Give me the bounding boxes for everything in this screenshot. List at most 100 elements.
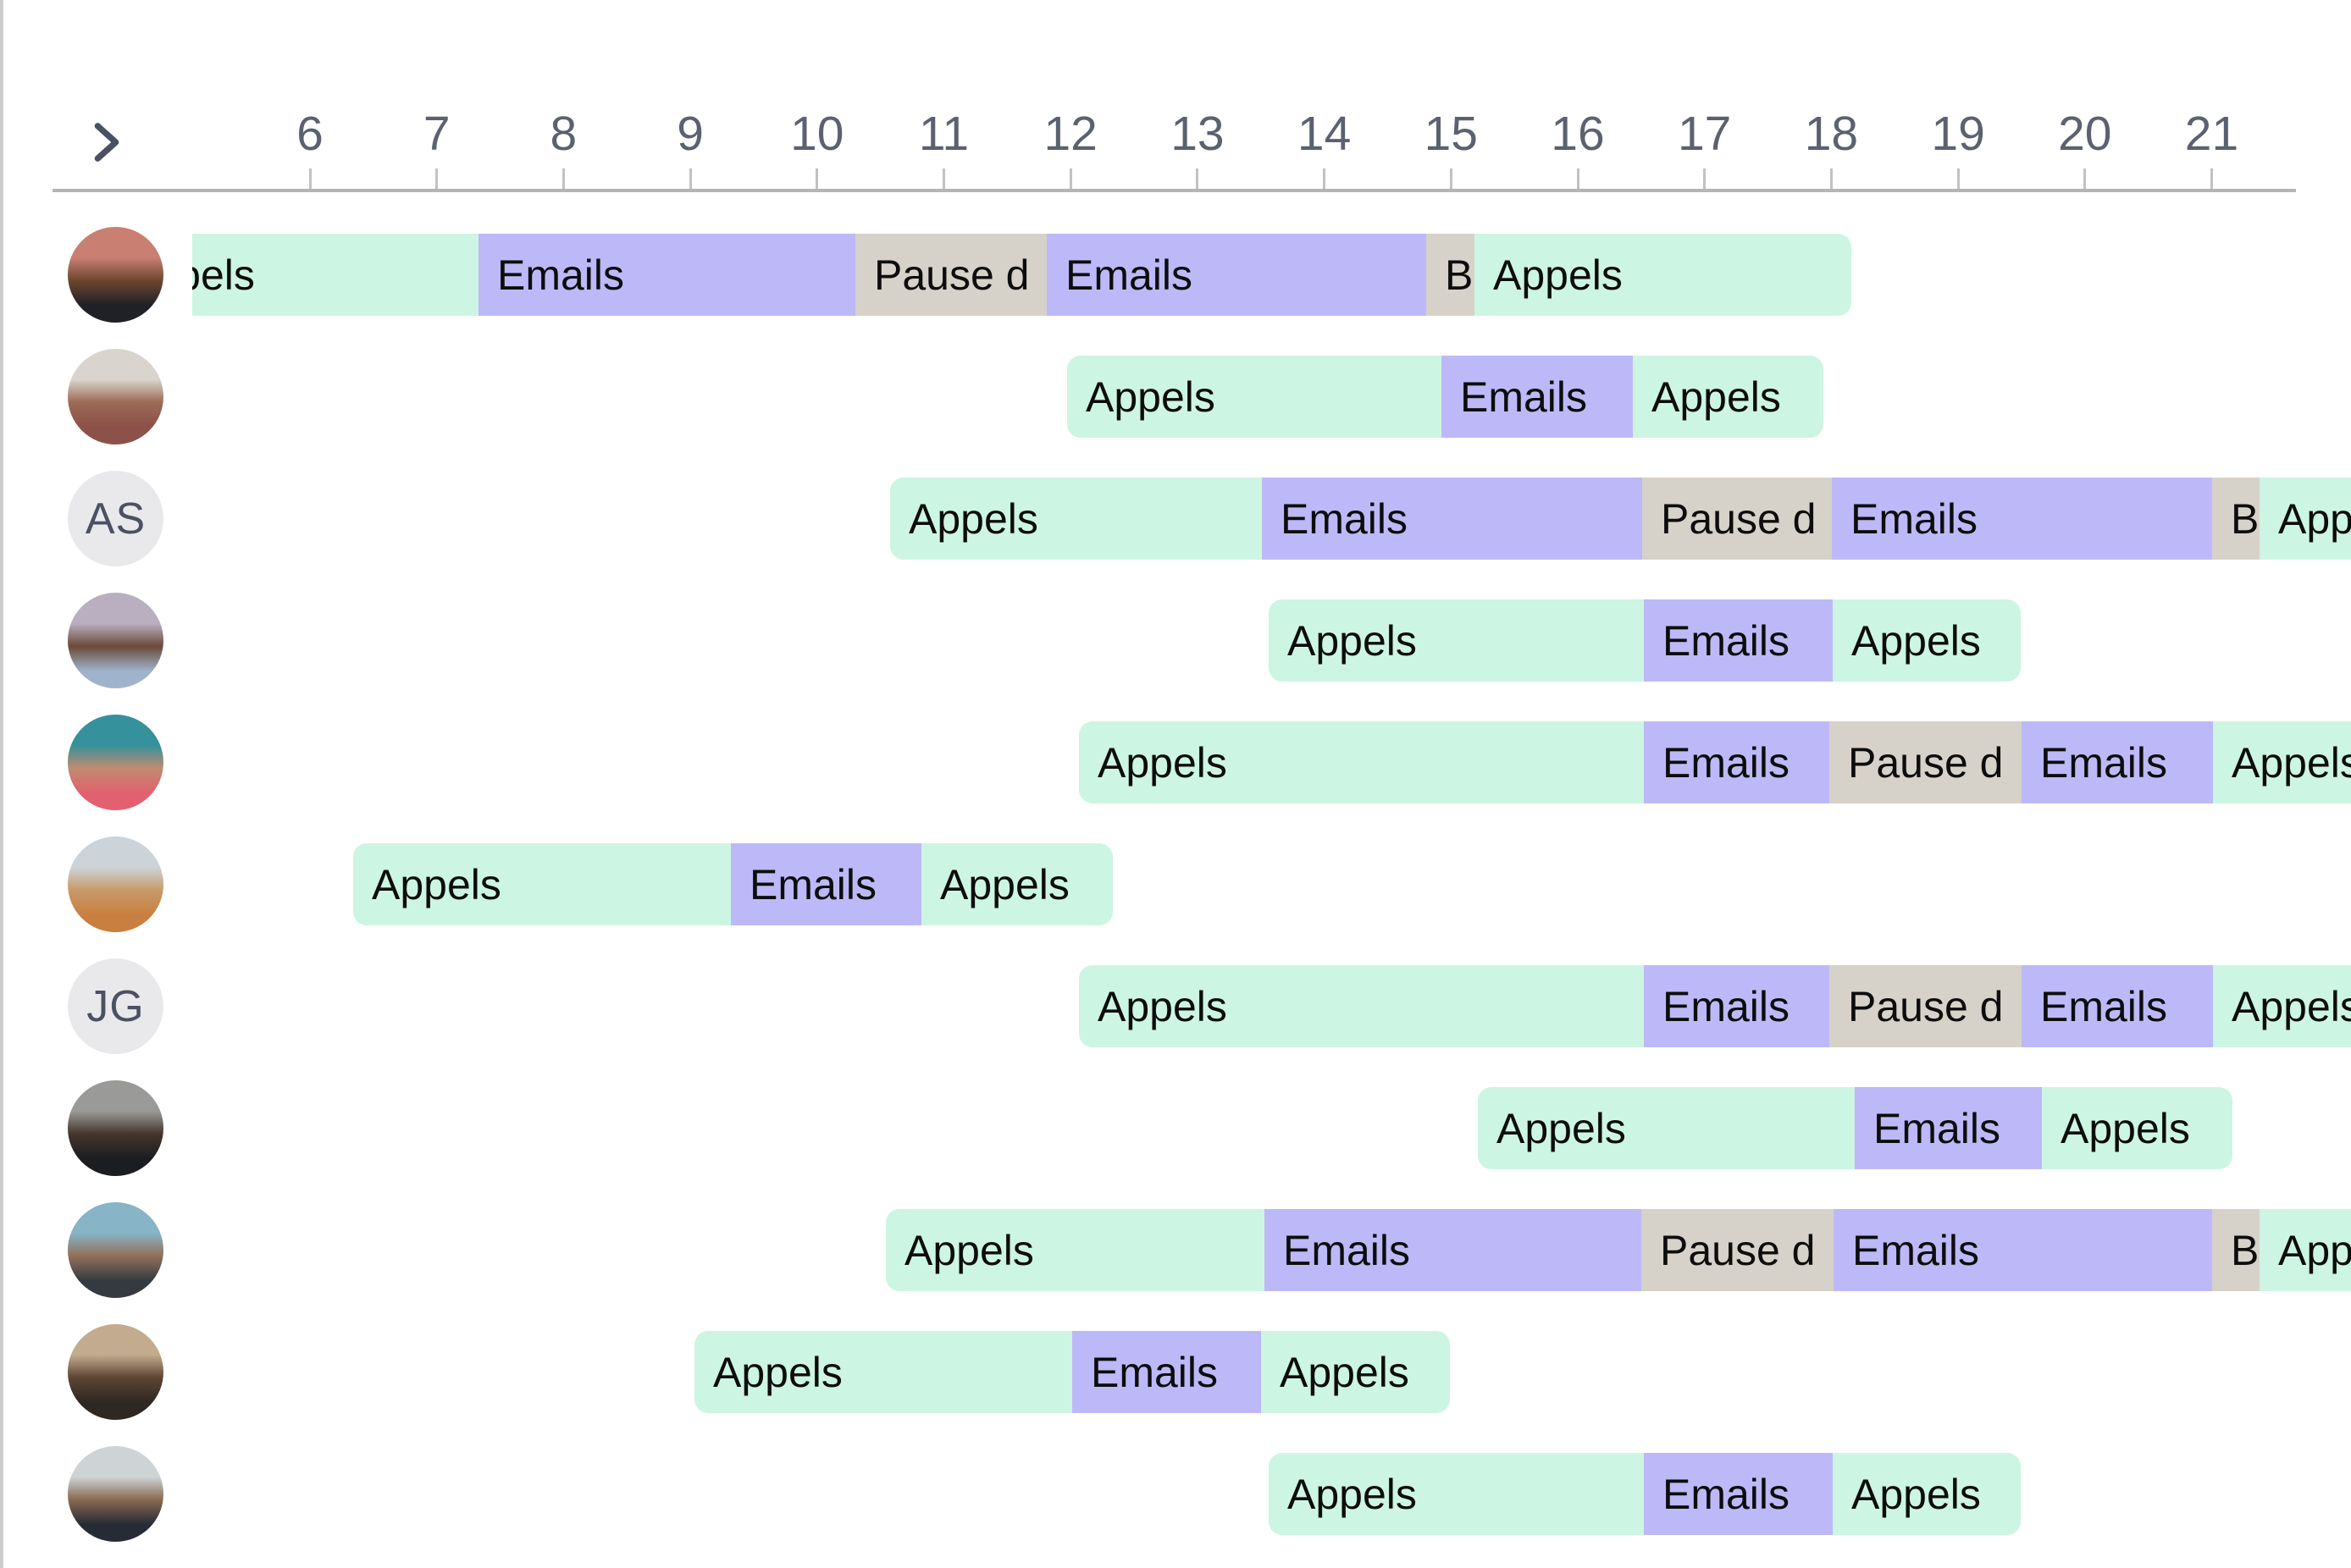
hour-tick [1829, 168, 1833, 189]
hour-label-19: 19 [1931, 107, 1985, 161]
schedule-block-appels[interactable]: Appels [921, 843, 1113, 925]
avatar-photo-woman-brown-hair-pink-shirt-teal-bg[interactable] [68, 715, 163, 810]
avatar-photo-woman-brown-hair-white-wall[interactable] [68, 1446, 163, 1542]
schedule-block-appels[interactable]: Appels [890, 478, 1262, 560]
avatar-initials[interactable]: AS [68, 471, 163, 566]
schedule-block-brief[interactable]: B [2212, 1209, 2260, 1291]
sidebar-divider [0, 0, 3, 1568]
hour-label-15: 15 [1424, 107, 1478, 161]
hour-tick [1956, 168, 1960, 189]
hour-label-17: 17 [1677, 107, 1732, 161]
schedule-block-pause[interactable]: Pause d [1829, 721, 2022, 803]
schedule-block-appels[interactable]: Appels [2213, 721, 2351, 803]
hour-tick [1069, 168, 1072, 189]
schedule-block-emails[interactable]: Emails [1644, 1453, 1833, 1535]
schedule-block-appels[interactable]: Appels [886, 1209, 1264, 1291]
hour-label-9: 9 [677, 107, 704, 161]
avatar-photo-man-pink-hair-dark-hoodie[interactable] [68, 227, 163, 323]
hour-tick [435, 168, 439, 189]
schedule-block-appels[interactable]: Appels [1478, 1087, 1855, 1169]
schedule-block-emails[interactable]: Emails [1832, 478, 2212, 560]
hour-tick [2083, 168, 2087, 189]
schedule-block-appels[interactable]: Appels [1633, 356, 1823, 438]
hour-label-18: 18 [1804, 107, 1859, 161]
schedule-block-appels[interactable]: Appels [1079, 965, 1644, 1047]
hour-label-20: 20 [2058, 107, 2112, 161]
hour-label-11: 11 [918, 107, 970, 161]
avatar-photo-man-sunglasses-mauve-shirt[interactable] [68, 349, 163, 444]
schedule-block-emails[interactable]: Emails [1264, 1209, 1641, 1291]
schedule-block-emails[interactable]: Emails [2022, 721, 2213, 803]
schedule-block-appels[interactable]: Appels [2042, 1087, 2232, 1169]
schedule-block-appels[interactable]: Appels [2260, 1209, 2351, 1291]
avatar-initials[interactable]: JG [68, 958, 163, 1054]
hour-tick [1323, 168, 1326, 189]
schedule-block-emails[interactable]: Emails [1644, 721, 1829, 803]
hour-tick [1703, 168, 1707, 189]
schedule-block-pause[interactable]: Pause d [855, 234, 1047, 316]
schedule-block-appels[interactable]: Appels [2213, 965, 2351, 1047]
hour-tick [308, 168, 312, 189]
schedule-block-appels[interactable]: Appels [1079, 721, 1644, 803]
avatar-photo-man-long-hair-outdoors[interactable] [68, 1202, 163, 1298]
schedule-block-pause[interactable]: Pause d [1641, 1209, 1834, 1291]
schedule-block-emails[interactable]: Emails [1834, 1209, 2212, 1291]
schedule-block-emails[interactable]: Emails [731, 843, 921, 925]
schedule-block-pause[interactable]: Pause d [1829, 965, 2022, 1047]
schedule-block-emails[interactable]: Emails [1047, 234, 1426, 316]
hour-tick [1576, 168, 1579, 189]
schedule-block-appels[interactable]: Appels [2260, 478, 2351, 560]
schedule-block-appels[interactable]: Appels [1833, 599, 2021, 682]
hour-tick [1449, 168, 1452, 189]
avatar-photo-woman-hair-back-orange-top[interactable] [68, 836, 163, 932]
schedule-block-pause[interactable]: Pause d [1642, 478, 1832, 560]
avatar-photo-woman-dark-hair-blue-top[interactable] [68, 593, 163, 688]
chevron-right-icon [94, 123, 119, 162]
avatar-photo-woman-wavy-hair-tan-bg[interactable] [68, 1324, 163, 1420]
schedule-block-emails[interactable]: Emails [1644, 599, 1833, 682]
hour-tick [1196, 168, 1199, 189]
schedule-block-appels[interactable]: Appels [1261, 1331, 1450, 1413]
hour-tick [2210, 168, 2213, 189]
schedule-block-appels[interactable]: Appels [1833, 1453, 2021, 1535]
schedule-block-appels[interactable]: Appels [1474, 234, 1851, 316]
schedule-block-appels[interactable]: Appels [1269, 599, 1644, 682]
schedule-block-appels[interactable]: Appels [353, 843, 731, 925]
hour-label-13: 13 [1170, 107, 1225, 161]
schedule-block-emails[interactable]: Emails [478, 234, 855, 316]
schedule-block-brief[interactable]: B [2212, 478, 2260, 560]
schedule-block-emails[interactable]: Emails [2022, 965, 2213, 1047]
hour-label-12: 12 [1043, 107, 1098, 161]
hour-label-8: 8 [550, 107, 578, 161]
schedule-block-appels[interactable]: Appels [1269, 1453, 1644, 1535]
hour-label-7: 7 [423, 107, 451, 161]
schedule-block-emails[interactable]: Emails [1072, 1331, 1261, 1413]
avatar-photo-man-dreadlocks-laughing[interactable] [68, 1080, 163, 1176]
timeline-axis-line [53, 189, 2296, 192]
schedule-block-appels[interactable]: Appels [1067, 356, 1441, 438]
schedule-block-emails[interactable]: Emails [1855, 1087, 2042, 1169]
expand-sidebar-button[interactable] [73, 107, 141, 178]
hour-label-21: 21 [2184, 107, 2239, 161]
hour-label-16: 16 [1551, 107, 1605, 161]
hour-tick [816, 168, 819, 189]
schedule-block-emails[interactable]: Emails [1644, 965, 1829, 1047]
schedule-block-appels[interactable]: Appels [192, 234, 478, 316]
schedule-block-emails[interactable]: Emails [1262, 478, 1642, 560]
schedule-block-emails[interactable]: Emails [1441, 356, 1633, 438]
schedule-block-appels[interactable]: Appels [694, 1331, 1072, 1413]
hour-label-6: 6 [296, 107, 324, 161]
hour-label-10: 10 [790, 107, 844, 161]
schedule-block-brief[interactable]: B [1426, 234, 1474, 316]
hour-label-14: 14 [1297, 107, 1352, 161]
